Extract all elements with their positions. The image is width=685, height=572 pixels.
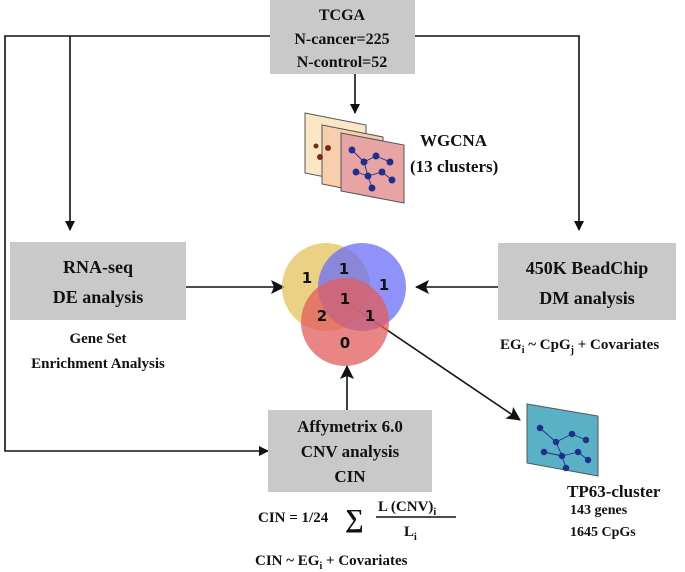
- wgcna-stack-graphic: [304, 112, 405, 204]
- beadchip-formula: EGi ~ CpGj + Covariates: [500, 337, 659, 356]
- cin-model-sub: i: [319, 561, 322, 572]
- affy-box: Affymetrix 6.0 CNV analysis CIN: [268, 410, 432, 492]
- cin-formula-denominator: L: [404, 524, 414, 540]
- tcga-line3: N-control=52: [297, 54, 388, 71]
- beadchip-formula-sub-i: i: [522, 345, 525, 356]
- gsea-label: Gene Set Enrichment Analysis: [31, 331, 165, 372]
- affy-line2: CNV analysis: [301, 442, 400, 461]
- venn-circle-red: [301, 278, 389, 366]
- tcga-to-affy-arrow: [4, 35, 270, 456]
- venn-count-yellow-only: 1: [302, 269, 312, 287]
- cin-formula: CIN = 1/24 ∑ L (CNV)i Li: [258, 499, 456, 543]
- venn-count-yellow-blue: 1: [339, 260, 349, 278]
- beadchip-formula-tail: + Covariates: [574, 337, 659, 353]
- cin-formula-lhs: CIN = 1/24: [258, 510, 329, 526]
- venn-count-blue-only: 1: [379, 276, 389, 294]
- cin-formula-den-sub: i: [414, 532, 417, 543]
- tp63-cpgs: 1645 CpGs: [570, 525, 636, 540]
- cin-formula-num-sub: i: [433, 507, 436, 518]
- cin-formula-sigma: ∑: [345, 504, 364, 533]
- wgcna-label: WGCNA (13 clusters): [410, 131, 498, 176]
- venn-count-blue-red: 1: [365, 307, 375, 325]
- beadchip-line2: DM analysis: [539, 288, 635, 308]
- tp63-label: TP63-cluster 143 genes 1645 CpGs: [567, 482, 661, 540]
- rnaseq-box: RNA-seq DE analysis: [10, 242, 186, 320]
- svg-text:Li: Li: [404, 524, 417, 543]
- wgcna-network: [348, 146, 396, 192]
- rnaseq-line1: RNA-seq: [63, 257, 133, 277]
- beadchip-formula-mid: ~ CpG: [524, 337, 570, 353]
- beadchip-line1: 450K BeadChip: [526, 258, 649, 278]
- tp63-title: TP63-cluster: [567, 482, 661, 501]
- gsea-line2: Enrichment Analysis: [31, 356, 165, 372]
- venn-count-yellow-red: 2: [317, 307, 327, 325]
- wgcna-panel-front: [340, 132, 405, 204]
- beadchip-box: 450K BeadChip DM analysis: [498, 243, 676, 320]
- tp63-panel: [526, 403, 599, 477]
- venn-count-red-only: 0: [340, 334, 350, 352]
- cin-formula-numerator: L (CNV): [378, 499, 433, 515]
- affy-line3: CIN: [334, 467, 366, 486]
- tp63-network: [536, 424, 592, 472]
- gsea-line1: Gene Set: [69, 331, 126, 347]
- cin-model: CIN ~ EGi + Covariates: [255, 553, 408, 572]
- beadchip-formula-eg: EG: [500, 337, 522, 353]
- wgcna-back-nodes: [313, 143, 331, 160]
- beadchip-formula-sub-j: j: [570, 345, 574, 356]
- cin-model-tail: + Covariates: [322, 553, 407, 569]
- tp63-cluster-graphic: [526, 403, 599, 477]
- tcga-line1: TCGA: [319, 7, 366, 24]
- wgcna-line2: (13 clusters): [410, 157, 498, 176]
- tcga-to-beadchip-arrow: [415, 35, 584, 231]
- tcga-line2: N-cancer=225: [294, 31, 389, 48]
- wgcna-line1: WGCNA: [420, 131, 488, 150]
- tp63-genes: 143 genes: [570, 503, 628, 518]
- venn-count-all: 1: [340, 290, 350, 308]
- tcga-box: TCGA N-cancer=225 N-control=52: [270, 0, 415, 74]
- connectors: [4, 35, 584, 456]
- cin-model-lhs: CIN ~ EG: [255, 553, 320, 569]
- svg-text:L (CNV)i: L (CNV)i: [378, 499, 436, 518]
- affy-line1: Affymetrix 6.0: [297, 417, 403, 436]
- rnaseq-line2: DE analysis: [53, 287, 144, 307]
- venn-diagram: 1 1 1 1 2 1 0: [282, 243, 406, 366]
